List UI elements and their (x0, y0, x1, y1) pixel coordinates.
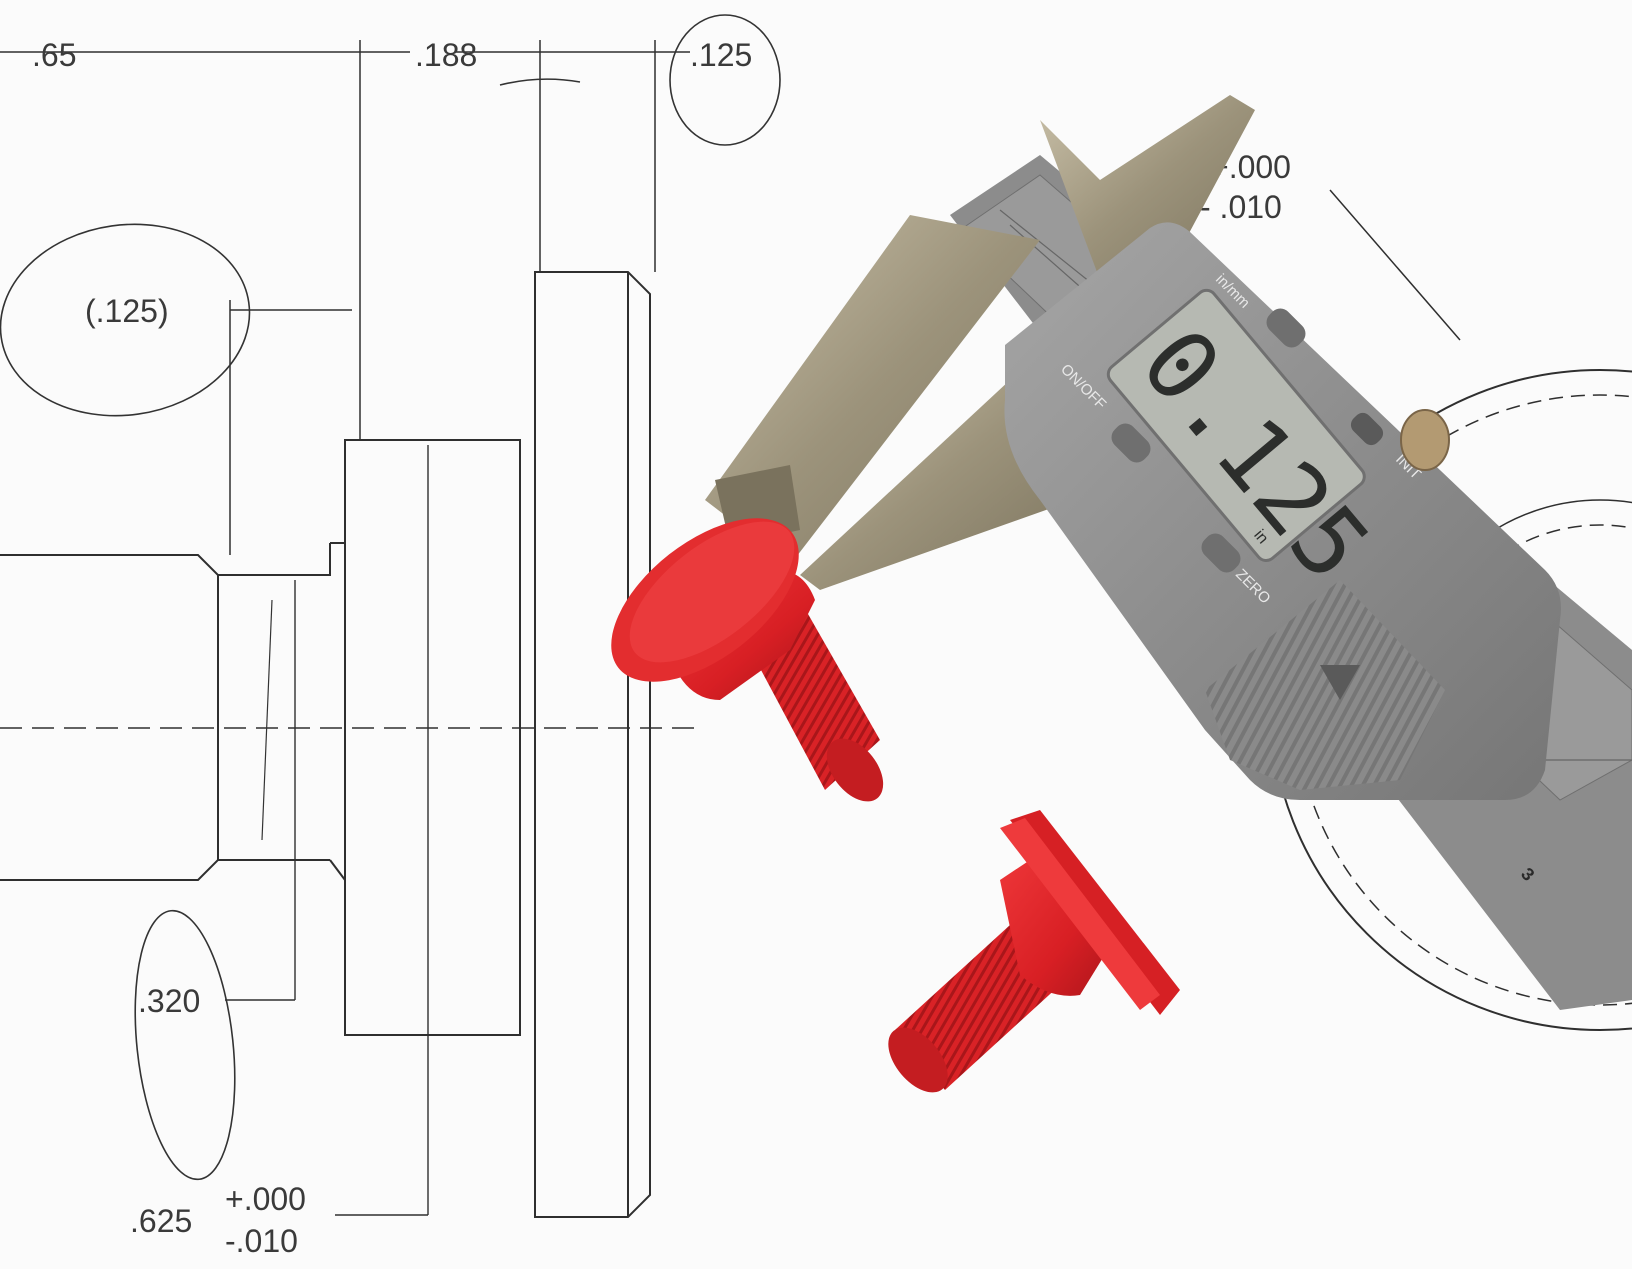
dimension-0625: .625 (130, 1203, 192, 1239)
tolerance-plus-bottom: +.000 (225, 1181, 306, 1217)
caliper-thumb-grip[interactable] (1205, 580, 1445, 790)
dimension-0188: .188 (415, 37, 477, 73)
inmm-button[interactable] (1262, 304, 1310, 352)
thumbwheel[interactable] (1400, 409, 1450, 471)
red-bolt-upper (611, 518, 884, 802)
hand-annotations (0, 14, 781, 1181)
dimension-065: .65 (32, 37, 76, 73)
arrow-down-icon (1320, 665, 1360, 700)
caliper-sliding-jaw (800, 380, 1060, 590)
tolerance-minus-top: - .010 (1200, 189, 1282, 225)
dimension-0125-reference: (.125) (85, 293, 169, 329)
dimension-0125-top: .125 (690, 37, 752, 73)
tolerance-minus-bottom: -.010 (225, 1223, 298, 1259)
dimension-0320: .320 (138, 983, 200, 1019)
lock-slider[interactable] (1347, 409, 1387, 449)
caliper-upper-jaw (1040, 95, 1255, 280)
red-bolt-lower (888, 810, 1180, 1093)
zero-button[interactable] (1197, 529, 1245, 577)
digital-caliper: 0.125 in in/mm ON/OFF ZERO INIT 3 (705, 95, 1632, 1010)
onoff-button[interactable] (1107, 419, 1155, 467)
